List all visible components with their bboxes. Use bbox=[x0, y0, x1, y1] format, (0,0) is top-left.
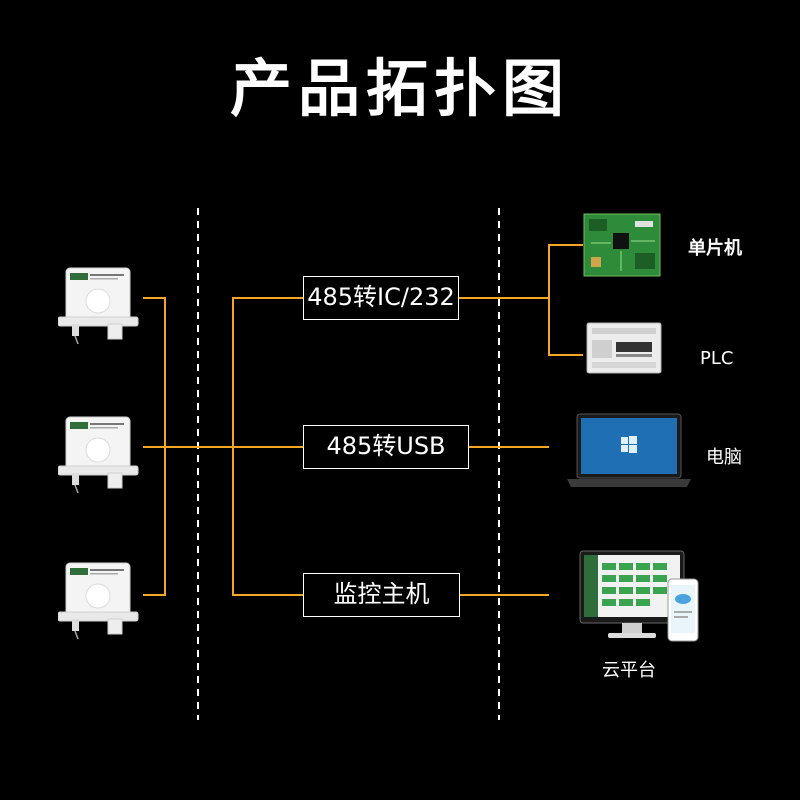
endpoint-label-mcu: 单片机 bbox=[688, 238, 742, 259]
sensor-device-1 bbox=[58, 267, 139, 345]
converter-485-to-ic232: 485转IC/232 bbox=[303, 276, 459, 320]
cloud-platform-icon bbox=[579, 550, 699, 642]
plc-icon bbox=[586, 322, 662, 374]
mcu-plc-branch bbox=[548, 244, 583, 356]
monitoring-host: 监控主机 bbox=[303, 573, 460, 617]
sensor-device-3 bbox=[58, 562, 139, 640]
converter-485-to-usb: 485转USB bbox=[303, 425, 469, 469]
laptop-icon bbox=[567, 413, 691, 487]
endpoint-label-cloud: 云平台 bbox=[602, 660, 656, 681]
endpoint-label-plc: PLC bbox=[700, 348, 734, 369]
endpoint-label-computer: 电脑 bbox=[706, 447, 742, 468]
circuit-board-icon bbox=[583, 213, 661, 277]
sensor-device-2 bbox=[58, 416, 139, 494]
page-title: 产品拓扑图 bbox=[229, 52, 570, 125]
